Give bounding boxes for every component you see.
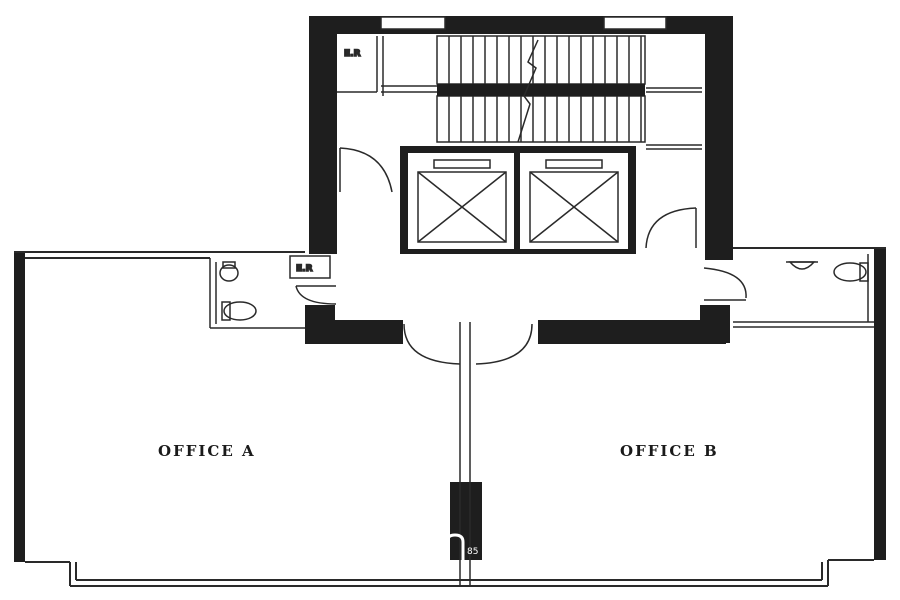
lift-car-icon xyxy=(417,159,507,243)
stair xyxy=(381,35,702,150)
top-windows xyxy=(380,16,667,30)
office-partition xyxy=(459,322,471,586)
er-label-left: E.R xyxy=(296,264,313,274)
watermark-text: 85 xyxy=(467,547,478,557)
core-walls xyxy=(305,16,733,560)
office-b-label: OFFICE B xyxy=(620,442,719,460)
floor-outline xyxy=(14,247,886,587)
toilet-left xyxy=(209,258,305,329)
wc-icon xyxy=(833,262,869,282)
er-room-left: E.R xyxy=(289,255,331,279)
door-swing-icon xyxy=(403,323,533,365)
door-swing-icon xyxy=(295,147,747,305)
er-room-top: E.R xyxy=(337,36,384,96)
office-a-label: OFFICE A xyxy=(158,442,256,460)
toilet-right xyxy=(733,254,874,328)
wc-icon xyxy=(786,261,818,270)
wc-icon xyxy=(221,301,257,321)
lift-block xyxy=(400,146,636,254)
er-label-top: E.R xyxy=(344,49,361,59)
lift-car-icon xyxy=(529,159,619,243)
watermark-mark: 85 xyxy=(445,533,478,562)
wc-icon xyxy=(219,261,239,282)
